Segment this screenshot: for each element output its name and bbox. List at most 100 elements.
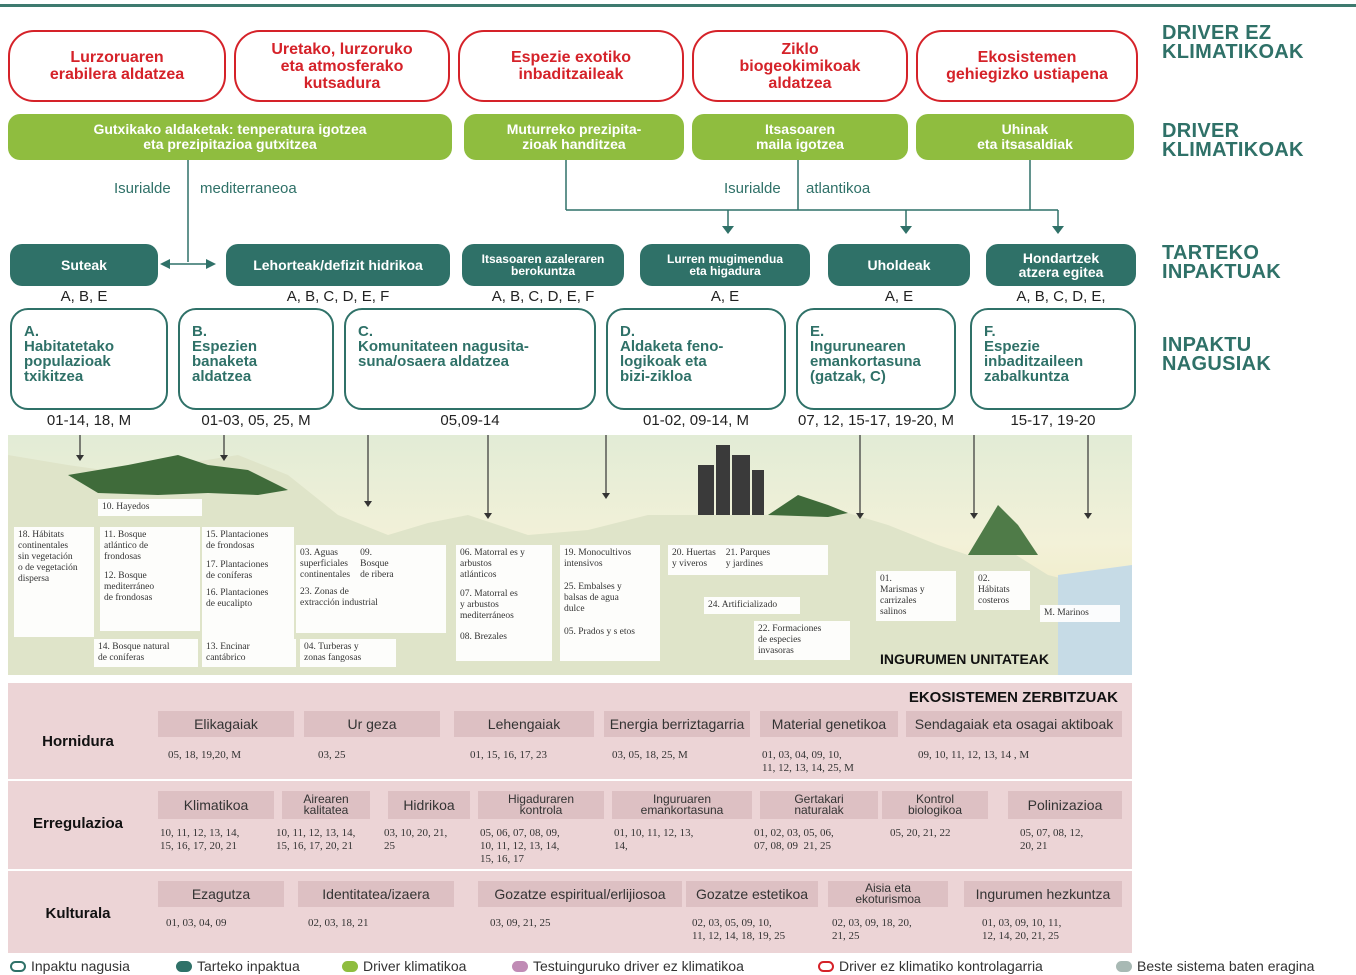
legend-controllable-label: Driver ez klimatiko kontrolagarria [839, 958, 1043, 974]
legend-intermediate-impact: Tarteko inpaktua [176, 958, 300, 974]
unit-09: 09. Bosque de ribera [360, 548, 394, 580]
svc-food-codes: 05, 18, 19,20, M [168, 749, 242, 761]
main-impact-e: E. Ingurunearen emankortasuna (gatzak, C… [796, 308, 956, 410]
unit-19: 19. Monocultivos intensivos [564, 548, 632, 569]
svc-renewable-energy: Energia berriztagarria [604, 711, 750, 737]
unit-12: 12. Bosque mediterráneo de frondosas [104, 571, 155, 603]
main-impact-d-codes: 01-02, 09-14, M [643, 412, 749, 429]
climatic-sea-level-rise: Itsasoaren maila igotzea [692, 114, 908, 160]
intermediate-fires-codes: A, B, E [60, 288, 108, 305]
unit-24: 24. Artificializado [704, 597, 800, 614]
driver-pollution: Uretako, lurzoruko eta atmosferako kutsa… [234, 30, 450, 102]
svc-biological-control: Kontrol biologikoa [882, 791, 988, 819]
category-intermediate: TARTEKO INPAKTUAK [1162, 242, 1281, 283]
svc-medicines: Sendagaiak eta osagai aktiboak [906, 711, 1122, 737]
legend-climatic-swatch [342, 960, 358, 972]
legend-controllable-swatch [818, 960, 834, 972]
svc-pollination-codes: 05, 07, 08, 12, 20, 21 [1020, 827, 1084, 852]
connector-lines [160, 160, 1064, 269]
unit-11: 11. Bosque atlántico de frondosas [104, 530, 149, 562]
main-impact-b-codes: 01-03, 05, 25, M [201, 412, 311, 429]
intermediate-sea-warming-codes: A, B, C, D, E, F [491, 288, 595, 305]
svc-air-quality: Airearen kalitatea [282, 791, 370, 819]
main-impact-b: B. Espezien banaketa aldatzea [178, 308, 334, 410]
environmental-units-landscape: 10. Hayedos 18. Hábitats continentales s… [8, 435, 1132, 675]
legend-other-swatch [1116, 960, 1132, 972]
unit-15: 15. Plantaciones de frondosas [206, 530, 269, 551]
legend-climatic-driver: Driver klimatikoa [342, 958, 466, 974]
svc-climate-codes: 10, 11, 12, 13, 14, 15, 16, 17, 20, 21 [160, 827, 240, 852]
units-20-21: 20. Huertas y viveros 21. Parques y jard… [668, 545, 828, 575]
svc-natural-events: Gertakari naturalak [760, 791, 878, 819]
main-impact-a-codes: 01-14, 18, M [46, 412, 132, 429]
main-impact-c-codes: 05,09-14 [440, 412, 500, 429]
svc-raw-materials: Lehengaiak [454, 711, 594, 737]
svc-genetic-material: Material genetikoa [760, 711, 898, 737]
unit-21: 21. Parques y jardines [725, 548, 771, 569]
legend-other-system: Beste sistema baten eragina [1116, 958, 1314, 974]
legend-intermediate-label: Tarteko inpaktua [197, 958, 300, 974]
units-06-07-08: 06. Matorral es y arbustos atlánticos 07… [456, 545, 552, 661]
unit-10: 10. Hayedos [98, 499, 202, 516]
unit-25: 25. Embalses y balsas de agua dulce [564, 582, 622, 614]
svc-biological-control-codes: 05, 20, 21, 22 [890, 827, 951, 839]
svc-renewable-energy-codes: 03, 05, 18, 25, M [612, 749, 688, 761]
legend-main-impact: Inpaktu nagusia [10, 958, 130, 974]
unit-01: 01. Marismas y carrizales salinos [876, 571, 956, 621]
driver-invasive-species: Espezie exotiko inbaditzaileak [458, 30, 684, 102]
svc-fresh-water-codes: 03, 25 [318, 749, 346, 761]
basin-med-label-a: Isurialde [114, 180, 171, 197]
svc-food: Elikagaiak [158, 711, 294, 737]
svc-knowledge: Ezagutza [158, 881, 284, 907]
svc-leisure-codes: 02, 03, 09, 18, 20, 21, 25 [832, 917, 912, 942]
unit-22: 22. Formaciones de especies invasoras [754, 621, 850, 660]
svc-education-codes: 01, 03, 09, 10, 11, 12, 14, 20, 21, 25 [982, 917, 1062, 942]
svc-leisure: Aisia eta ekoturismoa [828, 881, 948, 907]
intermediate-fires: Suteak [10, 244, 158, 286]
svc-aesthetic-codes: 02, 03, 05, 09, 10, 11, 12, 14, 18, 19, … [692, 917, 786, 942]
intermediate-sea-warming: Itsasoaren azaleraren berokuntza [462, 244, 624, 286]
row-label-provisioning: Hornidura [42, 733, 114, 750]
basin-atl-label-a: Isurialde [724, 180, 781, 197]
unit-16: 16. Plantaciones de eucalipto [206, 588, 269, 609]
svc-genetic-material-codes: 01, 03, 04, 09, 10, 11, 12, 13, 14, 25, … [762, 749, 854, 774]
main-impact-a: A. Habitatetako populazioak txikitzea [10, 308, 168, 410]
units-03-09-23: 03. Aguas superficiales continentales 09… [296, 545, 446, 633]
category-main: INPAKTU NAGUSIAK [1162, 334, 1272, 375]
unit-02: 02. Hábitats costeros [974, 571, 1030, 610]
unit-03: 03. Aguas superficiales continentales [300, 548, 351, 580]
svc-pollination: Polinizazioa [1008, 791, 1122, 819]
main-impact-d: D. Aldaketa feno- logikoak eta bizi-zikl… [606, 308, 786, 410]
unit-14: 14. Bosque natural de coníferas [94, 639, 198, 667]
legend-main-impact-label: Inpaktu nagusia [31, 958, 130, 974]
intermediate-floods: Uholdeak [828, 244, 970, 286]
unit-m: M. Marinos [1040, 605, 1120, 622]
unit-23: 23. Zonas de extracción industrial [300, 587, 378, 608]
legend-context-label: Testuinguruko driver ez klimatikoa [533, 958, 744, 974]
intermediate-drought-codes: A, B, C, D, E, F [286, 288, 390, 305]
legend-other-label: Beste sistema baten eragina [1137, 958, 1315, 974]
intermediate-beach-retreat: Hondartzek atzera egitea [986, 244, 1136, 286]
svc-raw-materials-codes: 01, 15, 16, 17, 23 [470, 749, 547, 761]
svc-spiritual: Gozatze espiritual/erlijiosoa [478, 881, 682, 907]
unit-06: 06. Matorral es y arbustos atlánticos [460, 548, 525, 580]
intermediate-drought: Lehorteak/defizit hidrikoa [226, 244, 450, 286]
landscape-title: INGURUMEN UNITATEAK [880, 651, 1050, 667]
climatic-waves-tides: Uhinak eta itsasaldiak [916, 114, 1134, 160]
unit-17: 17. Plantaciones de coníferas [206, 560, 269, 581]
basin-med-label-b: mediterraneoa [200, 180, 297, 197]
intermediate-land-movement: Lurren mugimendua eta higadura [640, 244, 810, 286]
main-impact-f: F. Espezie inbaditzaileen zabalkuntza [970, 308, 1136, 410]
category-climatic: DRIVER KLIMATIKOAK [1162, 120, 1304, 161]
main-impact-e-codes: 07, 12, 15-17, 19-20, M [798, 412, 954, 429]
svc-water-regulation-codes: 03, 10, 20, 21, 25 [384, 827, 448, 852]
svc-fresh-water: Ur geza [304, 711, 440, 737]
row-label-regulation: Erregulazioa [32, 815, 124, 832]
svc-natural-events-codes: 01, 02, 03, 05, 06, 07, 08, 09 21, 25 [754, 827, 834, 852]
svc-identity-codes: 02, 03, 18, 21 [308, 917, 369, 929]
driver-overexploitation: Ekosistemen gehiegizko ustiapena [916, 30, 1138, 102]
top-divider [0, 4, 1356, 7]
legend-main-impact-swatch [10, 960, 26, 972]
svc-knowledge-codes: 01, 03, 04, 09 [166, 917, 227, 929]
svc-aesthetic: Gozatze estetikoa [686, 881, 818, 907]
